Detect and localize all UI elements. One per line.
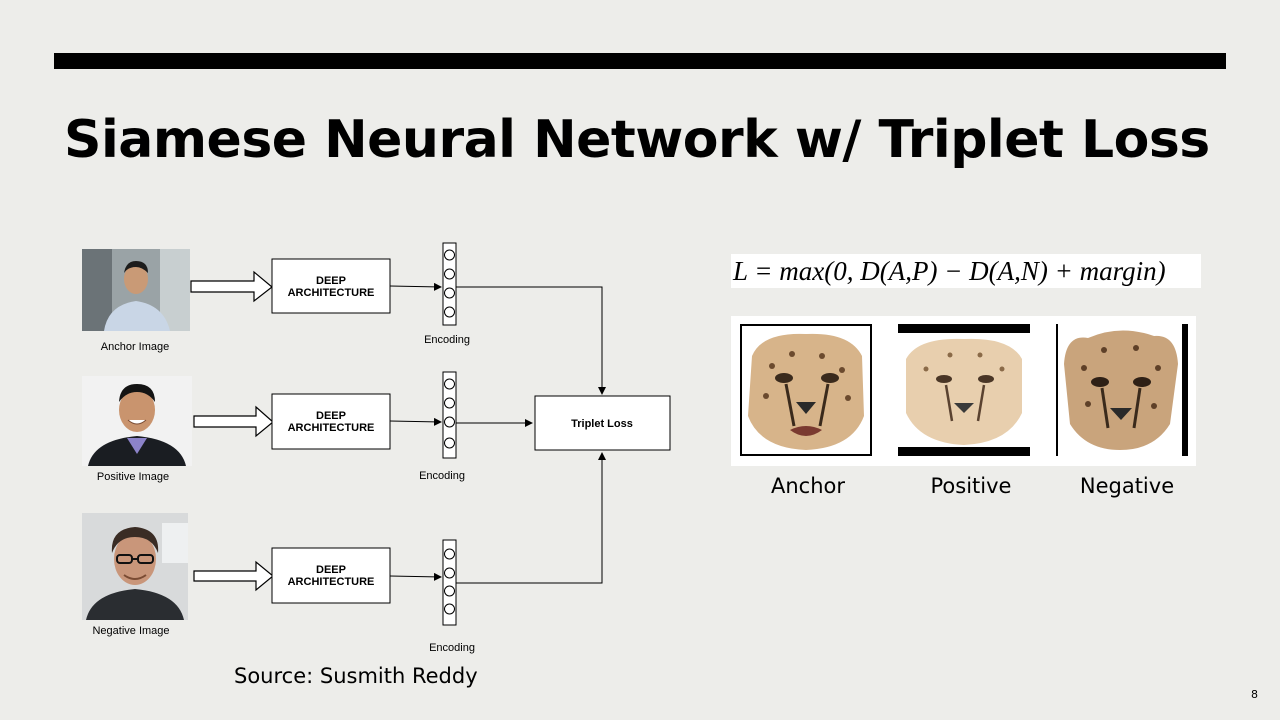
- encoding-vector-anchor: [442, 242, 457, 326]
- encoding-vector-negative: [442, 539, 457, 626]
- anchor-image-label: Anchor Image: [101, 341, 169, 353]
- connector-negative-to-loss: [456, 452, 606, 584]
- hollow-arrow-negative: [193, 560, 274, 592]
- triplet-loss-box: [534, 395, 671, 451]
- block-label-anchor-line2: ARCHITECTURE: [288, 287, 375, 299]
- cheetah-anchor-image: [740, 324, 872, 456]
- cheetah-caption-negative: Negative: [1079, 474, 1175, 498]
- positive-image-label: Positive Image: [97, 471, 169, 483]
- arrow-block-to-encoding-positive: [389, 417, 442, 426]
- hollow-arrow-anchor: [190, 270, 273, 303]
- encoding-vector-positive: [442, 371, 457, 459]
- connector-anchor-to-loss: [456, 286, 606, 395]
- positive-photo: [82, 376, 192, 466]
- cheetah-caption-positive: Positive: [930, 474, 1012, 498]
- encoding-label-negative: Encoding: [429, 642, 475, 654]
- negative-image-label: Negative Image: [92, 625, 169, 637]
- source-citation: Source: Susmith Reddy: [234, 664, 478, 688]
- arrow-block-to-encoding-negative: [389, 572, 442, 581]
- deep-architecture-block-anchor: [271, 258, 391, 314]
- block-label-anchor-line1: DEEP: [316, 275, 346, 287]
- hollow-arrow-positive: [193, 405, 274, 438]
- block-label-positive-line2: ARCHITECTURE: [288, 422, 375, 434]
- negative-photo: [82, 513, 188, 620]
- cheetah-positive-image: [898, 324, 1030, 456]
- triplet-loss-formula: L = max(0, D(A,P) − D(A,N) + margin): [731, 254, 1201, 288]
- cheetah-negative-image: [1056, 324, 1188, 456]
- top-rule: [54, 53, 1226, 69]
- encoding-label-positive: Encoding: [419, 470, 465, 482]
- block-label-negative-line1: DEEP: [316, 564, 346, 576]
- slide-title: Siamese Neural Network w/ Triplet Loss: [64, 110, 1210, 170]
- block-label-negative-line2: ARCHITECTURE: [288, 576, 375, 588]
- arrow-block-to-encoding-anchor: [389, 282, 442, 291]
- triplet-loss-label: Triplet Loss: [571, 418, 633, 430]
- encoding-label-anchor: Encoding: [424, 334, 470, 346]
- deep-architecture-block-negative: [271, 547, 391, 604]
- page-number: 8: [1251, 688, 1258, 701]
- block-label-positive-line1: DEEP: [316, 410, 346, 422]
- cheetah-image-strip: [731, 316, 1196, 466]
- anchor-photo: [82, 249, 190, 331]
- cheetah-caption-anchor: Anchor: [770, 474, 845, 498]
- deep-architecture-block-positive: [271, 393, 391, 450]
